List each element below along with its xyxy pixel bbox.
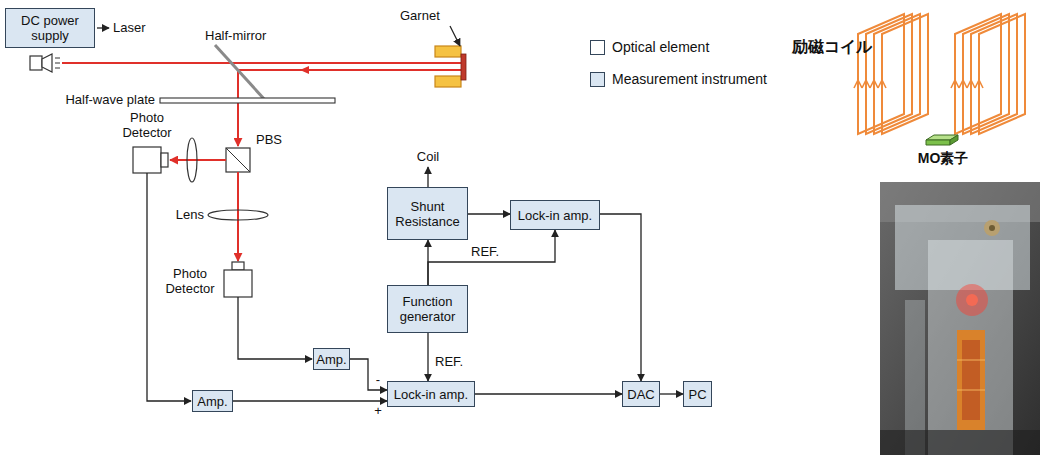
garnet-plate [461,54,466,80]
connector [468,213,510,214]
half-wave-plate [160,98,335,103]
leader-arrow [450,26,460,46]
dac-box: DAC [622,381,660,407]
pbs-diagonal [226,148,250,172]
box-label: DAC [627,387,654,402]
component-label: Photo Detector [161,266,219,296]
signal-label: REF. [470,244,500,259]
component-label: Half-wave plate [65,92,155,107]
connector [427,333,428,381]
laser-head [42,54,52,72]
power-supply-box: DC power supply [5,8,95,48]
component-label: PBS [256,132,282,147]
box-label: Amp. [316,352,346,367]
component-label: Half-mirror [205,28,266,43]
photodetector [133,147,161,173]
coil-arrow [427,167,428,187]
legend-swatch [590,72,605,87]
legend-swatch [590,40,605,55]
polarity-sign: + [374,403,382,418]
beam-direction [300,66,309,74]
polarity-sign: - [376,372,380,387]
photodetector-window [232,262,244,270]
component-label: Garnet [400,8,440,23]
lens [187,138,197,182]
signal-label: REF. [434,354,464,369]
box-label: PC [688,387,706,402]
element-caption: MO素子 [918,150,969,166]
mo-element [950,135,958,145]
excitation-coil [858,14,1025,134]
amplifier-box: Amp. [192,390,233,412]
supply-arrow [97,27,109,28]
box-label: Shunt Resistance [391,199,464,229]
current-arrow [854,80,983,88]
component-label: Coil [417,149,439,164]
connector [600,214,641,381]
photodetector [224,270,252,297]
pc-box: PC [683,381,712,407]
legend-row: Optical element [590,39,709,56]
connector [233,400,387,401]
lens [208,210,268,220]
component-label: Photo Detector [116,110,178,140]
box-label: Lock-in amp. [518,208,592,223]
setup-photo [880,182,1040,455]
signal-wire [238,297,312,359]
laser-beam [62,62,461,64]
legend-text: Measurement instrument [612,71,767,88]
connector [350,359,387,390]
connector [475,393,622,394]
legend-text: Optical element [612,39,709,56]
lock-in-amp-box: Lock-in amp. [387,381,475,407]
lock-in-amp-box: Lock-in amp. [510,200,600,230]
amplifier-box: Amp. [313,348,350,370]
transmitted-beam [237,172,239,261]
connector [660,393,683,394]
laser-emission [55,63,60,64]
reflected-beam [170,159,226,161]
shunt-resistor-box: Shunt Resistance [387,187,468,240]
legend-row: Measurement instrument [590,71,767,88]
half-mirror [215,45,265,100]
box-label: Amp. [197,394,227,409]
coil-winding [435,76,461,87]
laser-body [30,56,42,70]
pbs-cube [226,148,250,172]
component-label: Laser [113,20,146,35]
return-beam [238,70,461,146]
coil-winding [435,46,461,57]
laser-emission [55,68,60,69]
mo-element [926,140,950,145]
box-label: Function generator [391,294,464,324]
component-label: Lens [176,207,204,222]
laser-emission [55,58,60,59]
box-label: DC power supply [9,13,91,43]
coil-caption: 励磁コイル [792,38,872,56]
box-label: Lock-in amp. [394,387,468,402]
function-generator-box: Function generator [387,285,468,333]
photodetector-window [161,153,168,167]
